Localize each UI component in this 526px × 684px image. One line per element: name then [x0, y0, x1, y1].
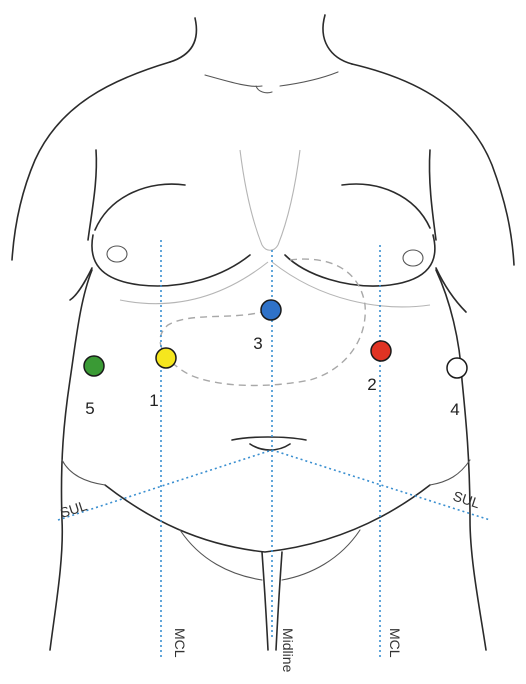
midline-label: Midline [280, 628, 296, 673]
port-4: 4 [447, 358, 467, 419]
sul-left-line [58, 450, 272, 520]
port-5-marker [84, 356, 104, 376]
port-1-marker [156, 348, 176, 368]
port-3-marker [261, 300, 281, 320]
port-5: 5 [84, 356, 104, 418]
port-3: 3 [253, 300, 281, 353]
sul-right-label: SUL [451, 488, 482, 512]
port-4-marker [447, 358, 467, 378]
port-2: 2 [367, 341, 391, 394]
torso-drawing [12, 15, 514, 650]
port-3-number: 3 [253, 334, 262, 353]
port-4-number: 4 [450, 400, 459, 419]
port-2-marker [371, 341, 391, 361]
sul-left-label: SUL [58, 497, 89, 521]
organ-outline [160, 259, 365, 385]
sul-right-line [272, 450, 490, 520]
port-2-number: 2 [367, 375, 376, 394]
port-1-number: 1 [149, 391, 158, 410]
mcl-left-label: MCL [387, 628, 403, 658]
port-1: 1 [149, 348, 176, 410]
mcl-right-label: MCL [172, 628, 188, 658]
port-5-number: 5 [85, 399, 94, 418]
